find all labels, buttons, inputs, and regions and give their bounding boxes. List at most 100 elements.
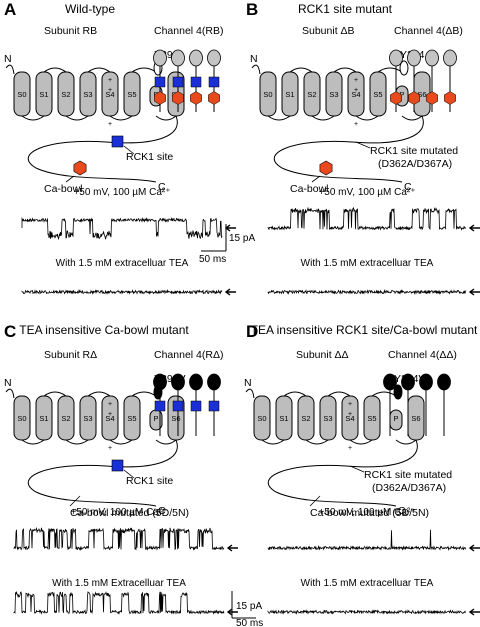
current-trace-control bbox=[21, 216, 223, 241]
scale-bar-top: 15 pA 50 ms bbox=[199, 224, 255, 265]
channel-rck1-square bbox=[172, 76, 184, 88]
channel-head bbox=[189, 373, 203, 391]
channel-ca-bowl-hexagon bbox=[444, 91, 456, 105]
channel-rck1-square bbox=[190, 76, 202, 88]
panel-letter: C bbox=[4, 322, 16, 341]
segment-label: S0 bbox=[17, 90, 26, 99]
segment-label: S2 bbox=[307, 90, 316, 99]
channel-rck1-square bbox=[154, 76, 166, 88]
transmembrane-segment-s2 bbox=[57, 71, 75, 117]
channel-label: Channel 4(ΔΔ) bbox=[388, 349, 457, 361]
channel-tetramer-diagram bbox=[153, 373, 221, 436]
scale-bar-current-label: 15 pA bbox=[229, 233, 255, 244]
closed-level-arrow bbox=[468, 544, 480, 552]
c-terminal-tail bbox=[27, 439, 178, 507]
panel-title: RCK1 site mutant bbox=[298, 2, 393, 16]
rck1-site-label: RCK1 site bbox=[126, 151, 173, 163]
ca-bowl-hexagon bbox=[73, 160, 87, 176]
segment-label: S1 bbox=[285, 90, 294, 99]
transmembrane-segment-s4 bbox=[347, 71, 365, 117]
c-terminus-label: C bbox=[404, 181, 412, 193]
channel-rck1-square bbox=[190, 400, 202, 412]
transmembrane-segment-s0 bbox=[259, 71, 277, 117]
y294-residue bbox=[399, 60, 409, 76]
subunit-label: Subunit RΔ bbox=[44, 349, 97, 361]
channel-head bbox=[153, 373, 167, 391]
s4-charge: + bbox=[108, 445, 112, 452]
transmembrane-segment-s0 bbox=[253, 395, 271, 441]
transmembrane-segment-s0 bbox=[13, 395, 31, 441]
current-trace-tea bbox=[13, 590, 225, 615]
trace-condition-label: +50 mV, 100 µM Ca²⁺ bbox=[318, 187, 415, 198]
channel-ca-bowl-hexagon bbox=[172, 91, 184, 105]
panel-letter: B bbox=[246, 0, 258, 19]
transmembrane-segment-s0 bbox=[13, 71, 31, 117]
channel-head bbox=[383, 373, 397, 391]
transmembrane-segment-s5 bbox=[123, 71, 141, 117]
single-channel-traces: +50 mV, 100 µM Ca²⁺With 1.5 mM extracell… bbox=[267, 507, 480, 616]
c-terminus-label: C bbox=[158, 181, 166, 193]
panel-title: TEA insensitive RCK1 site/Ca-bowl mutant bbox=[251, 323, 478, 337]
scale-bar-current-label: 15 pA bbox=[236, 601, 262, 612]
panel-title: TEA insensitive Ca-bowl mutant bbox=[19, 323, 189, 337]
rck1-site-note: (D362A/D367A) bbox=[378, 158, 452, 170]
channel-ca-bowl-hexagon bbox=[208, 91, 220, 105]
trace-condition-label: With 1.5 mM Extracelluar TEA bbox=[52, 578, 186, 589]
segment-label: S1 bbox=[279, 414, 288, 423]
ca-bowl-label: Ca-bowl bbox=[290, 183, 329, 195]
segment-label: S6 bbox=[171, 414, 180, 423]
scale-bar-time-label: 50 ms bbox=[199, 254, 226, 265]
transmembrane-segment-s4 bbox=[101, 71, 119, 117]
subunit-label: Subunit ΔB bbox=[302, 25, 355, 37]
c-terminus-label: C bbox=[398, 505, 406, 517]
subunit-label: Subunit ΔΔ bbox=[296, 349, 349, 361]
channel-tetramer-diagram bbox=[389, 49, 457, 112]
ca-bowl-pointer bbox=[309, 495, 321, 507]
panel-letter: D bbox=[246, 322, 258, 341]
current-trace-tea bbox=[21, 288, 223, 295]
channel-tetramer-diagram bbox=[383, 373, 451, 436]
channel-ca-bowl-hexagon bbox=[426, 91, 438, 105]
panel-letter: A bbox=[4, 0, 16, 19]
c-terminal-tail bbox=[273, 115, 424, 183]
trace-condition-label: +50 mV, 100 µM Ca²⁺ bbox=[318, 507, 415, 518]
channel-head bbox=[389, 49, 403, 67]
rck1-pointer bbox=[349, 465, 365, 473]
channel-ca-bowl-hexagon bbox=[390, 91, 402, 105]
single-channel-traces: +50 mV, 100 µM Ca²⁺With 1.5 mM extracell… bbox=[267, 187, 480, 296]
rck1-site-label: RCK1 site mutated bbox=[364, 469, 452, 481]
transmembrane-segment-s3 bbox=[319, 395, 337, 441]
rck1-pointer bbox=[123, 145, 135, 155]
channel-label: Channel 4(RΔ) bbox=[154, 349, 223, 361]
c-terminus-label: C bbox=[158, 505, 166, 517]
ca-bowl-label: Ca-bowl mutated (5D/5N) bbox=[310, 507, 429, 519]
channel-head bbox=[401, 373, 415, 391]
current-trace-control bbox=[13, 527, 225, 552]
rck1-site-note: (D362A/D367A) bbox=[372, 482, 446, 494]
transmembrane-segment-s1 bbox=[275, 395, 293, 441]
transmembrane-segment-s2 bbox=[297, 395, 315, 441]
channel-rck1-square bbox=[172, 400, 184, 412]
channel-head bbox=[425, 49, 439, 67]
transmembrane-segment-s5 bbox=[369, 71, 387, 117]
channel-head bbox=[407, 49, 421, 67]
segment-label: S6 bbox=[417, 90, 426, 99]
segment-label: S5 bbox=[367, 414, 376, 423]
connecting-loops bbox=[21, 391, 177, 445]
segment-label: S5 bbox=[127, 414, 136, 423]
connecting-loops bbox=[261, 391, 417, 445]
s4-charge: + bbox=[348, 411, 352, 418]
rck1-site-label: RCK1 site bbox=[126, 475, 173, 487]
segment-label: S3 bbox=[329, 90, 338, 99]
single-channel-traces: +50 mV, 100 µM Ca²⁺With 1.5 mM extracell… bbox=[21, 187, 236, 296]
scale-bar-time-label: 50 ms bbox=[236, 618, 263, 627]
transmembrane-segment-s1 bbox=[35, 71, 53, 117]
transmembrane-segment-s2 bbox=[303, 71, 321, 117]
s4-charge: + bbox=[108, 411, 112, 418]
c-terminal-tail bbox=[27, 115, 178, 183]
channel-ca-bowl-hexagon bbox=[154, 91, 166, 105]
c-terminal-tail bbox=[267, 439, 418, 507]
y294-residue bbox=[393, 384, 403, 400]
s4-charge: + bbox=[354, 77, 358, 84]
